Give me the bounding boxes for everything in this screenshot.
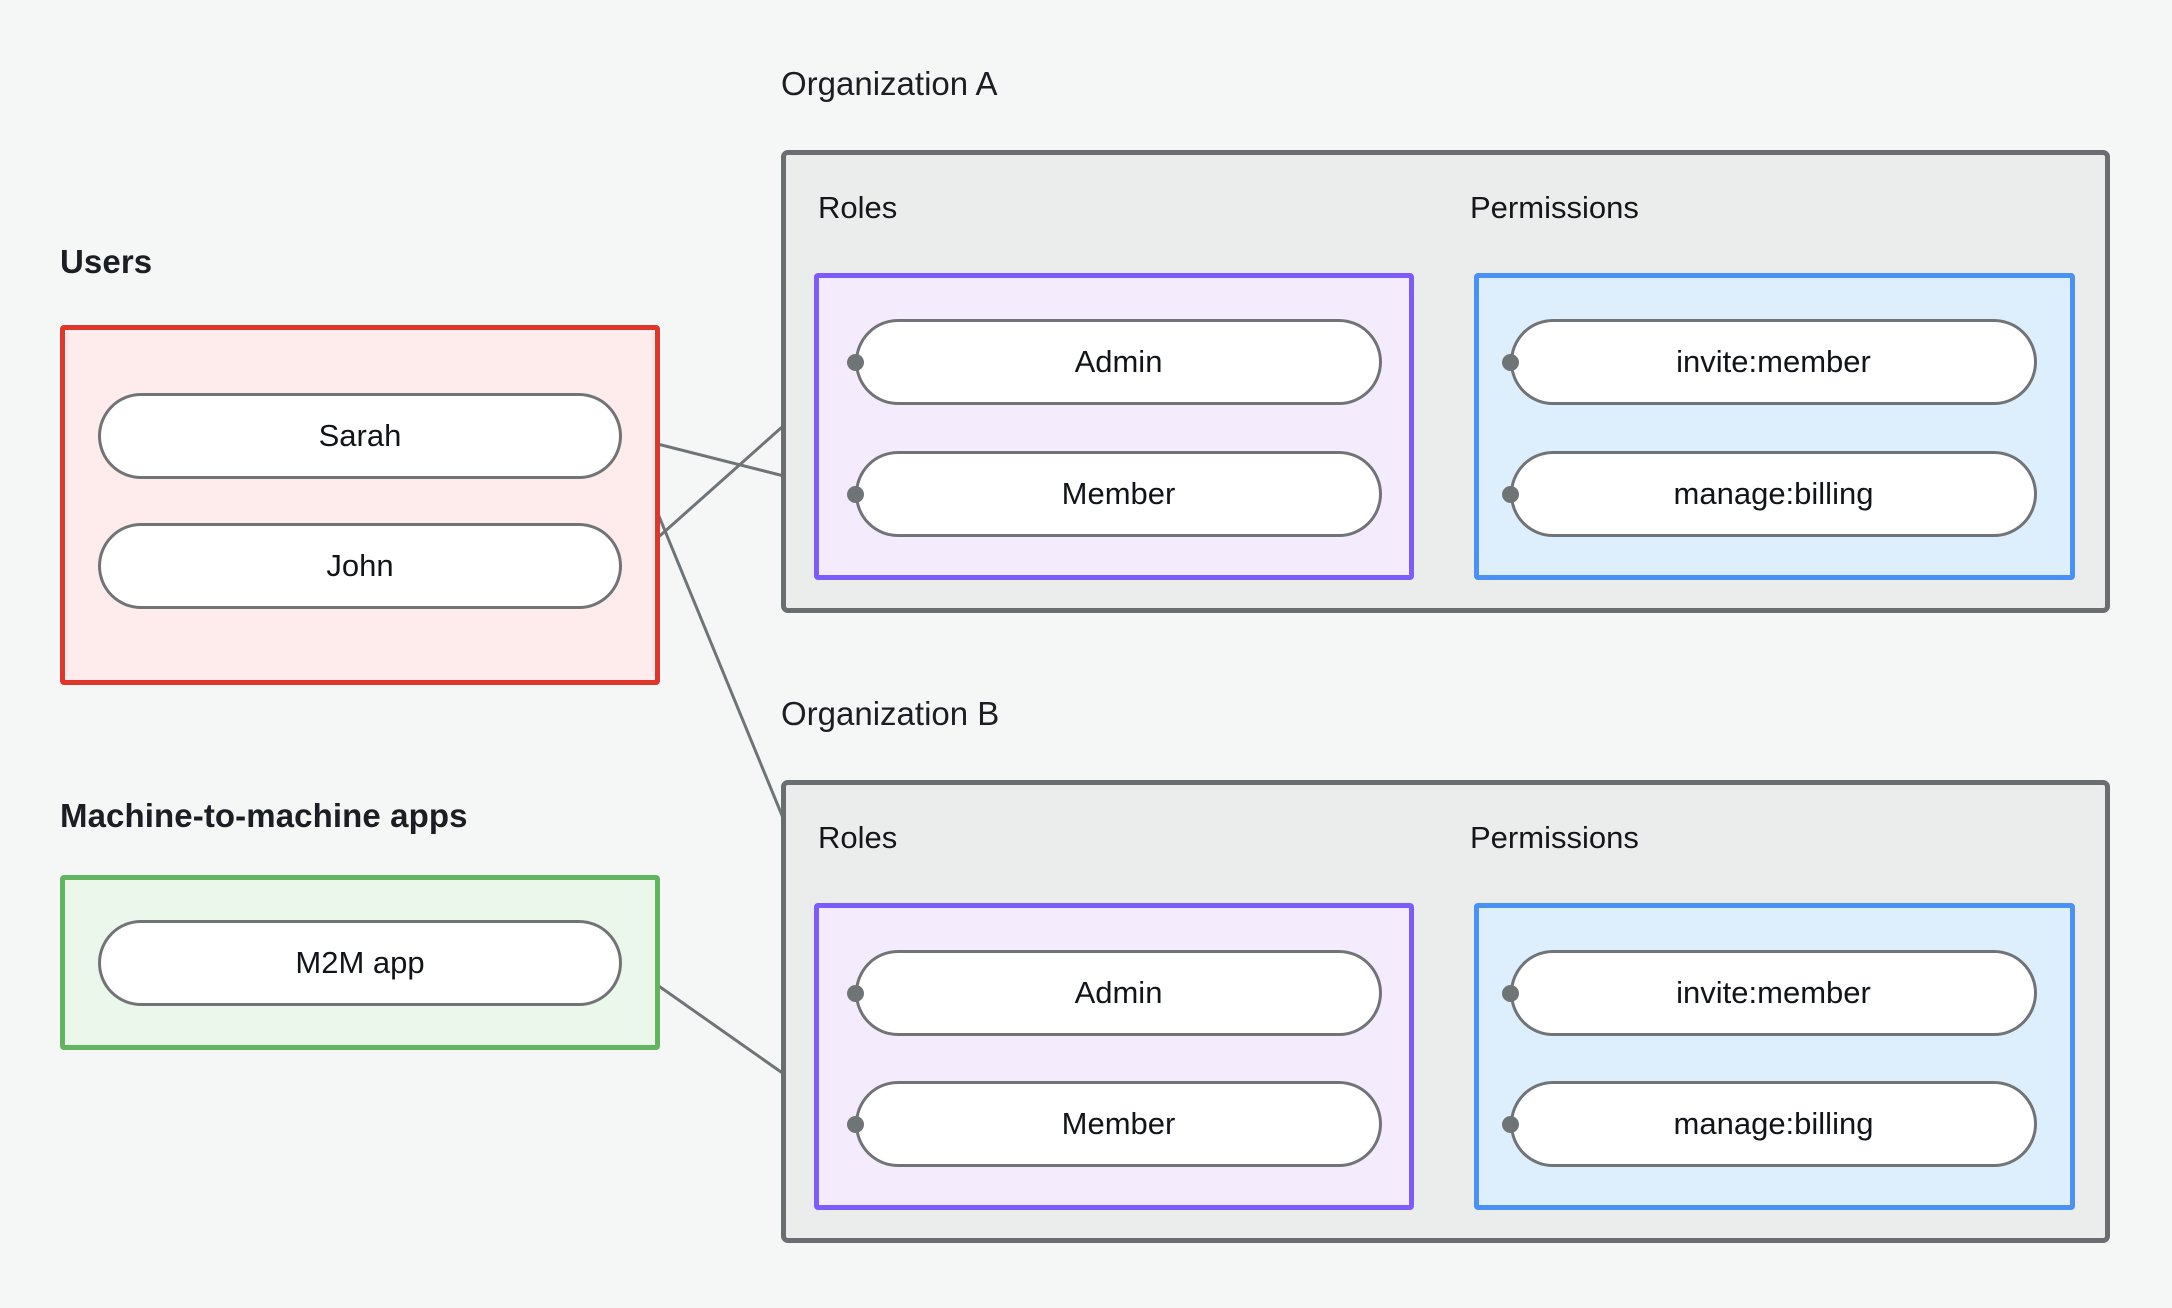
- anchor-dot-org-b-billing-in: [1502, 1116, 1519, 1133]
- node-org-a-role-member[interactable]: Member: [855, 451, 1382, 537]
- node-org-b-permission-manage-billing[interactable]: manage:billing: [1510, 1081, 2037, 1167]
- node-label: M2M app: [295, 945, 425, 980]
- node-label: invite:member: [1676, 344, 1871, 379]
- node-label: Admin: [1074, 344, 1163, 379]
- machine-apps-caption: Machine-to-machine apps: [60, 797, 468, 834]
- anchor-dot-org-b-invite-in: [1502, 985, 1519, 1002]
- node-org-b-role-member[interactable]: Member: [855, 1081, 1382, 1167]
- node-org-a-role-admin[interactable]: Admin: [855, 319, 1382, 405]
- node-label: manage:billing: [1673, 1106, 1874, 1141]
- org-b-permissions-label: Permissions: [1470, 820, 1639, 855]
- anchor-dot-org-a-billing-in: [1502, 486, 1519, 503]
- node-m2m-app[interactable]: M2M app: [98, 920, 622, 1006]
- anchor-dot-org-a-member-in: [847, 486, 864, 503]
- node-org-a-permission-manage-billing[interactable]: manage:billing: [1510, 451, 2037, 537]
- anchor-dot-org-b-member-in: [847, 1116, 864, 1133]
- organization-b-title: Organization B: [781, 695, 1000, 732]
- anchor-dot-org-b-admin-in: [847, 985, 864, 1002]
- node-org-b-permission-invite-member[interactable]: invite:member: [1510, 950, 2037, 1036]
- node-label: invite:member: [1676, 975, 1871, 1010]
- org-b-roles-label: Roles: [818, 820, 898, 855]
- organization-a-title: Organization A: [781, 65, 998, 102]
- node-org-b-role-admin[interactable]: Admin: [855, 950, 1382, 1036]
- node-org-a-permission-invite-member[interactable]: invite:member: [1510, 319, 2037, 405]
- anchor-dot-org-a-invite-in: [1502, 354, 1519, 371]
- node-label: John: [326, 548, 394, 583]
- node-user-john[interactable]: John: [98, 523, 622, 609]
- node-user-sarah[interactable]: Sarah: [98, 393, 622, 479]
- node-label: Sarah: [318, 418, 402, 453]
- users-group-box: [60, 325, 660, 685]
- users-caption: Users: [60, 243, 153, 280]
- node-label: Member: [1061, 476, 1176, 511]
- org-a-roles-label: Roles: [818, 190, 898, 225]
- node-label: Admin: [1074, 975, 1163, 1010]
- org-a-permissions-label: Permissions: [1470, 190, 1639, 225]
- node-label: Member: [1061, 1106, 1176, 1141]
- anchor-dot-org-a-admin-in: [847, 354, 864, 371]
- node-label: manage:billing: [1673, 476, 1874, 511]
